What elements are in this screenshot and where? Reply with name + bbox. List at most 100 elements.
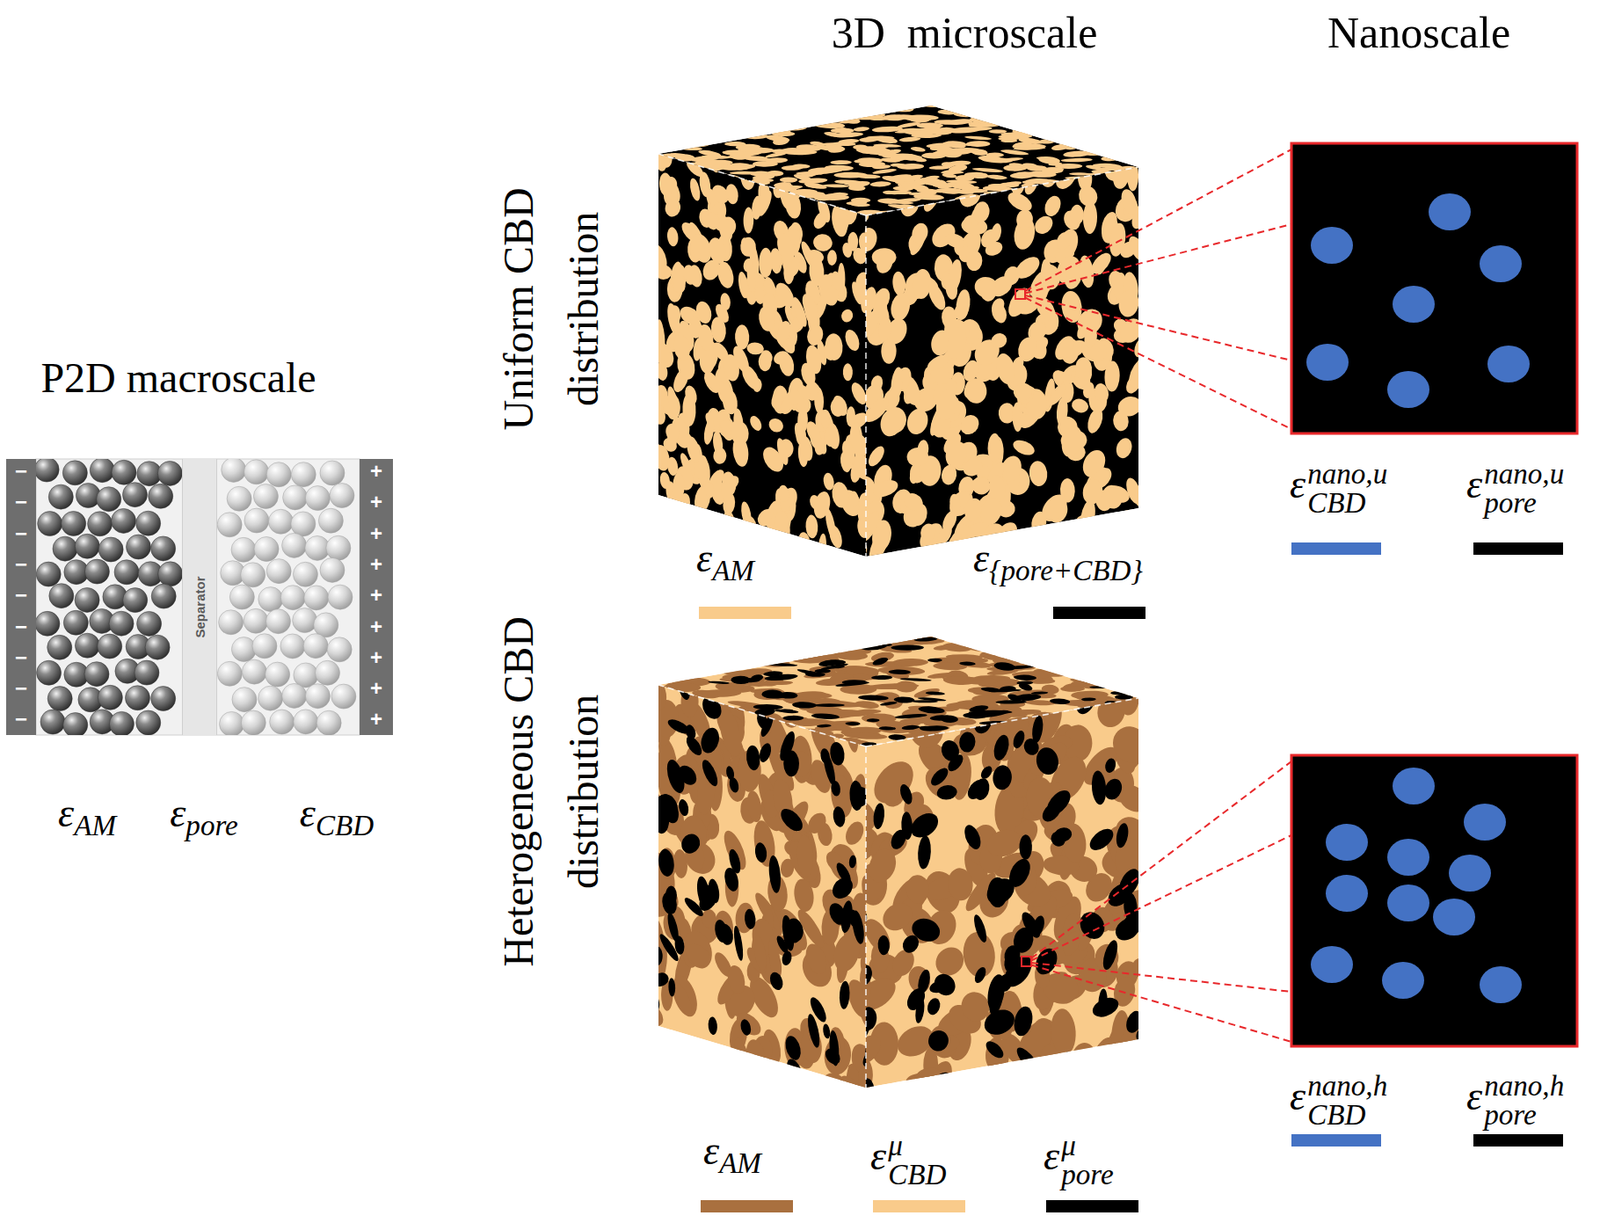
active-material-blob [865, 443, 888, 471]
active-material-blob [735, 1008, 762, 1040]
legend-label: εμCBD [870, 1130, 946, 1189]
active-material-blob [739, 234, 753, 257]
active-material-blob [869, 753, 919, 813]
active-particle [148, 483, 174, 509]
scale-heading: 3D microscale [831, 7, 1099, 59]
polarity-sign: − [14, 460, 28, 482]
pore-blob [916, 968, 932, 995]
cbd-particle [1479, 966, 1522, 1004]
zoom-leader [1025, 224, 1292, 294]
pore-blob [995, 699, 1027, 705]
active-particle [320, 460, 345, 486]
active-material-blob [706, 232, 728, 269]
pore-blob [745, 741, 762, 773]
active-material-blob [843, 325, 862, 356]
active-material-blob [952, 148, 976, 153]
legend-label: εnano,uCBD [1289, 458, 1388, 517]
superscript: nano,h [1307, 1070, 1388, 1100]
pore-blob [783, 1031, 804, 1066]
active-particle [151, 583, 176, 609]
polarity-sign: + [370, 460, 383, 482]
active-material-blob [705, 210, 720, 231]
active-material-blob [1112, 434, 1135, 461]
cube-edge [865, 167, 1139, 216]
pore-blob [1013, 1043, 1042, 1077]
active-material-blob [921, 188, 941, 215]
pore-blob [684, 732, 704, 759]
active-particle [327, 637, 352, 662]
zoom-leader [1025, 295, 1292, 361]
pore-blob [927, 658, 944, 663]
active-particle [266, 559, 291, 584]
active-particle [36, 610, 60, 636]
active-material-blob [1068, 172, 1091, 176]
nanoscale-box [1291, 143, 1578, 434]
active-material-blob [1091, 379, 1113, 407]
pore-blob [886, 734, 908, 741]
polarity-sign: − [14, 584, 28, 606]
pore-blob [679, 831, 702, 857]
active-material-blob [1010, 436, 1037, 458]
active-material-blob [803, 178, 818, 182]
active-particle [123, 588, 148, 613]
pore-blob [788, 700, 821, 709]
pore-blob [668, 976, 676, 998]
pore-blob [865, 963, 874, 988]
active-material-blob [1071, 511, 1095, 539]
pore-blob [860, 1042, 866, 1070]
active-material-blob [1045, 380, 1069, 409]
active-particle [305, 486, 330, 511]
volume-fraction-label: εpore [169, 792, 239, 840]
cbd-particle [1310, 226, 1353, 264]
active-material-blob [734, 145, 768, 153]
active-material-blob [1000, 180, 1026, 187]
active-material-blob [773, 277, 796, 313]
active-material-blob [1007, 669, 1061, 681]
pore-blob [970, 705, 996, 738]
script-stack: nano,hCBD [1307, 1070, 1388, 1129]
active-material-blob [658, 341, 674, 371]
active-material-blob [711, 904, 737, 950]
pore-blob [832, 803, 846, 830]
active-material-blob [804, 511, 820, 542]
active-material-blob [1107, 223, 1128, 257]
active-material-blob [940, 676, 986, 682]
pore-blob [897, 781, 915, 808]
active-material-blob [1066, 676, 1120, 685]
active-material-blob [677, 811, 711, 856]
pore-blob [842, 720, 864, 727]
cbd-particle [1392, 285, 1435, 323]
pore-blob [825, 1046, 841, 1067]
active-material-blob [731, 435, 750, 467]
active-material-blob [1018, 162, 1044, 171]
active-material-blob [775, 316, 794, 346]
subscript: pore [1483, 487, 1564, 517]
active-material-blob [805, 321, 826, 350]
active-material-blob [812, 233, 834, 253]
nanoscale-box [1291, 755, 1578, 1047]
pore-blob [658, 943, 665, 970]
active-material-blob [890, 657, 931, 667]
active-material-blob [698, 688, 744, 698]
active-material-blob [1051, 331, 1078, 364]
active-particle [40, 709, 66, 735]
active-material-blob [1052, 167, 1083, 195]
active-material-blob [934, 522, 955, 548]
pore-blob [677, 762, 697, 787]
pore-blob [909, 808, 940, 842]
pore-blob [1031, 715, 1045, 743]
active-material-blob [816, 271, 834, 292]
separator-label: Separator [193, 575, 207, 638]
active-material-blob [948, 531, 964, 557]
active-material-blob [986, 828, 1022, 859]
pore-blob [1016, 683, 1036, 691]
active-material-blob [1060, 157, 1094, 163]
pore-blob [1032, 741, 1063, 780]
active-particle [231, 537, 256, 562]
pore-blob [869, 657, 892, 666]
active-material-blob [933, 389, 960, 422]
epsilon-symbol: ε [1043, 1133, 1060, 1179]
active-material-blob [905, 445, 931, 467]
cube-edge [865, 698, 1139, 747]
polarity-sign: + [370, 584, 383, 606]
